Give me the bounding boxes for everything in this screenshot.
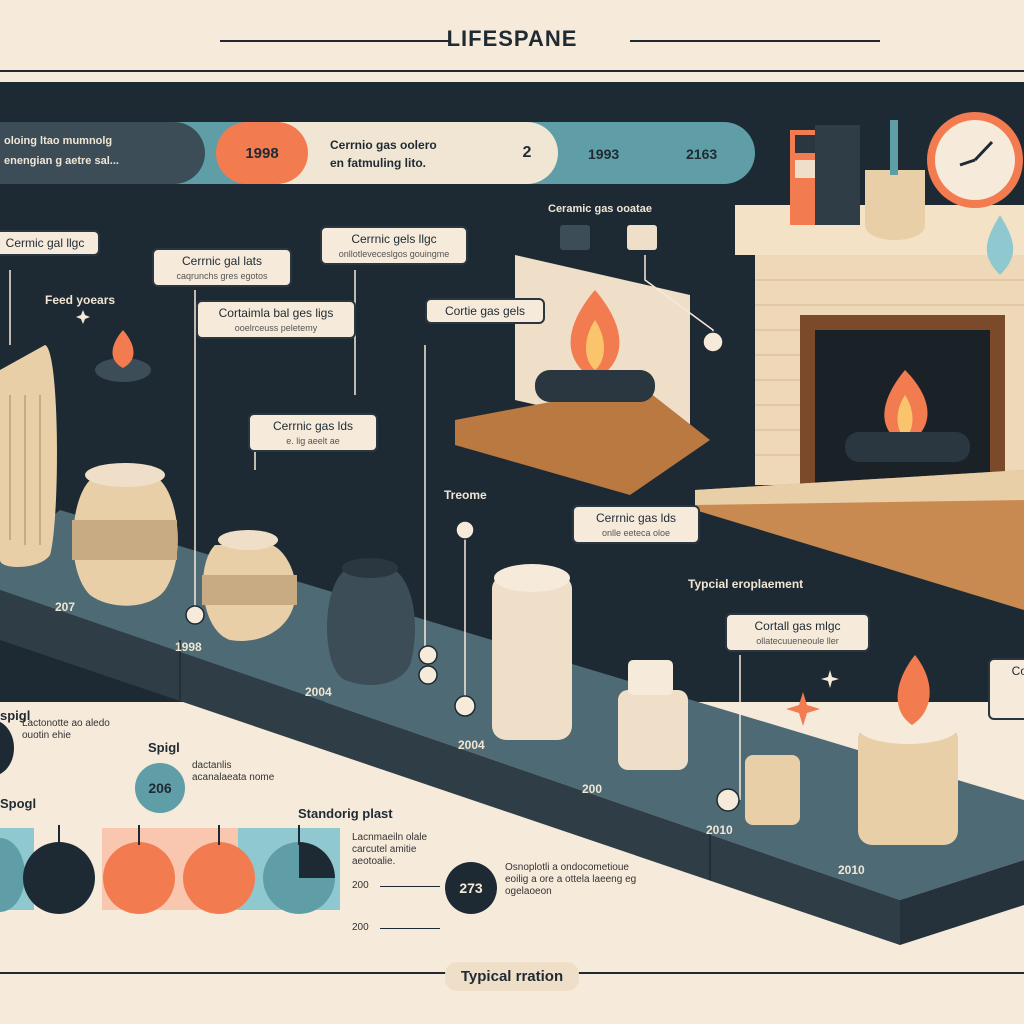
callout-8-sub: ollatecuueneoule ller [756,636,839,646]
callout-7: Cerrnic gas lds onlle eeteca oloe [572,505,700,544]
callout-4-title: Cortaimla bal ges ligs [218,306,334,320]
band-pie [263,842,335,914]
top-year-a: 1993 [588,146,620,162]
legend-200-a: 200 [352,880,369,891]
top-mid-text-1: Cerrnio gas oolero [330,138,437,152]
top-mid-text-2: en fatmuling lito. [330,156,426,170]
header-rule-left [220,40,450,42]
callout-9-title: Cort [1011,664,1024,678]
plinth-side [900,860,1024,945]
mantel-vase [865,170,925,240]
text-spigl-block: dactanlis acanalaeata nome [192,760,275,783]
callout-2-title: Cerrnic gal lats [181,254,263,268]
label-spigl-left: spigl [0,708,31,723]
callout-2: Cerrnic gal lats caqrunchs gres egotos [152,248,292,287]
band-ticks [0,825,340,845]
callout-1: Cermic gal llgc [0,230,100,256]
burner [858,725,958,845]
label-ceramic-gas: Ceramic gas ooatae [548,203,652,215]
top-left-text-2: enengian g aetre sal... [4,155,119,167]
plug-icon-light [627,225,657,250]
fireplace-log [845,432,970,462]
callout-6: Cerrnic gas lds e. lig aeelt ae [248,413,378,452]
band-circle-2 [23,842,95,914]
label-treome: Treome [444,488,487,502]
text-273-block: Osnoplotli a ondocometioue eoilig a ore … [505,862,637,897]
timeline-bar-dark-segment [0,122,205,184]
burner-flame [897,655,930,725]
year-2010-b: 2010 [838,863,865,877]
legend-line-2 [380,928,440,929]
callout-1-title: Cermic gal llgc [5,236,85,250]
label-feed-years: Feed yoears [45,293,116,307]
top-divider [0,70,1024,72]
callout-8-title: Cortall gas mlgc [754,619,841,633]
callout-8: Cortall gas mlgc ollatecuueneoule ller [725,613,870,652]
year-200: 200 [582,782,603,796]
plug-icon-dark [560,225,590,250]
callout-5-title: Cortie gas gels [444,304,526,318]
year-1998: 1998 [175,640,202,654]
year-2004-a: 2004 [305,685,332,699]
dark-vase [326,570,415,685]
cylinder-vase [492,575,572,740]
callout-5: Cortie gas gels [425,298,545,324]
sparkle-icon [786,692,820,726]
insert-base [455,385,710,495]
badge-273: 273 [445,862,497,914]
page-title: LIFESPANE [446,26,578,51]
text-left-block: Lactonotte ao aledo ouotin ehie [22,718,110,741]
tall-vase [0,345,57,567]
small-fire-base [95,358,151,382]
bottom-caption: Typical rration [0,962,1024,991]
valve [618,690,688,770]
label-spigl: Spigl [148,740,180,755]
callout-3-sub: onllotleveceslgos gouingme [338,249,450,259]
year-2010-a: 2010 [706,823,733,837]
callout-9: Cort [988,658,1024,720]
plinth-front [0,590,900,945]
band-circle-4 [183,842,255,914]
badge-2: 2 [496,122,558,184]
insert-log [535,370,655,402]
callout-7-title: Cerrnic gas lds [595,511,677,525]
small-fire-icon [112,330,134,368]
callout-3-title: Cerrnic gels llgc [351,232,437,246]
legend-line-1 [380,886,440,887]
water-drop [986,215,1014,275]
year-207: 207 [55,600,76,614]
top-year-b: 2163 [686,146,718,162]
callout-3: Cerrnic gels llgc onllotleveceslgos goui… [320,226,468,265]
caption-text: Typical rration [444,962,580,991]
hearth [695,470,1024,610]
left-dark-circle [0,720,14,776]
legend-200-b: 200 [352,922,369,933]
callout-2-sub: caqrunchs gres egotos [176,271,268,281]
badge-206: 206 [132,760,188,816]
badge-1998: 1998 [216,122,308,184]
callout-6-sub: e. lig aeelt ae [286,436,340,446]
text-standing-block: Lacnmaeiln olale carcutel amitie aeotoal… [352,832,428,867]
label-typical-replacement: Typcial eroplaement [688,577,804,591]
header-rule-right [630,40,880,42]
label-standing-plast: Standorig plast [298,806,393,821]
band-circle-3 [103,842,175,914]
callout-4-sub: ooelrceuss peletemy [234,323,318,333]
top-left-text-1: oloing ltao mumnolg [4,135,113,147]
callout-7-sub: onlle eeteca oloe [601,528,671,538]
year-2004-b: 2004 [458,738,485,752]
label-spogl: Spogl [0,796,37,811]
small-cup [745,755,800,825]
callout-4: Cortaimla bal ges ligs ooelrceuss pelete… [196,300,356,339]
callout-6-title: Cerrnic gas lds [272,419,354,433]
